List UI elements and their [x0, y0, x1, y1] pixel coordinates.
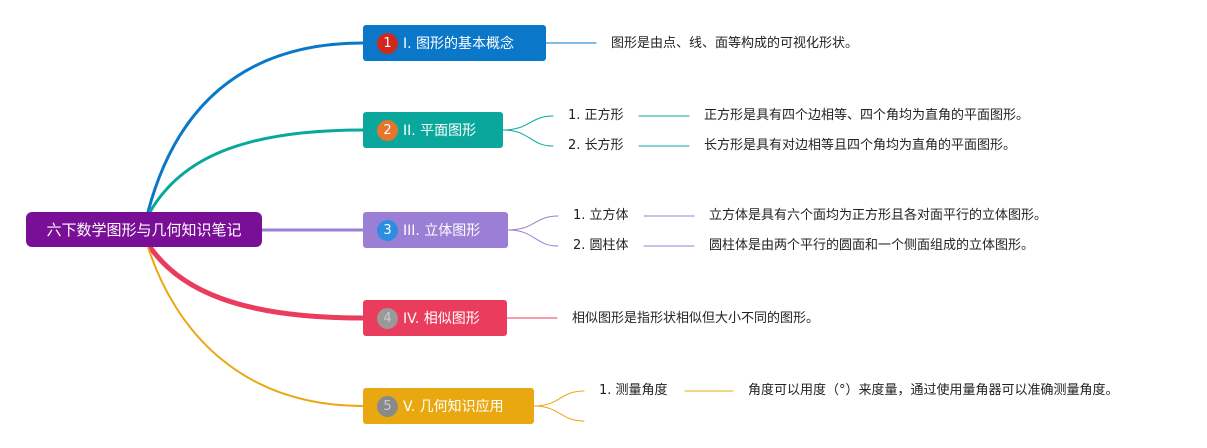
connector-root-branch-1	[146, 41, 365, 214]
number-3-badge-icon: 3	[377, 219, 398, 241]
branch-2-title: II. 平面图形	[403, 123, 477, 139]
connector-branch-3-child-1	[507, 215, 559, 231]
number-5-badge-icon: 5	[377, 395, 398, 417]
connector-branch-2-child-1	[502, 115, 554, 131]
branch-4-description: 相似图形是指形状相似但大小不同的图形。	[572, 311, 820, 326]
branch-5-child-1-label[interactable]: 1. 测量角度	[599, 383, 668, 398]
branch-5-title: V. 几何知识应用	[403, 399, 504, 415]
connector-branch-5-child-1	[533, 390, 585, 407]
number-1-badge-icon: 1	[377, 32, 398, 54]
branch-2-child-2-description: 长方形是具有对边相等且四个角均为直角的平面图形。	[704, 138, 1017, 153]
number-2-badge-icon: 2	[377, 119, 398, 141]
branch-1-topic[interactable]: 1 I. 图形的基本概念	[363, 25, 546, 61]
connector-branch-5-child-2	[533, 405, 585, 422]
number-4-badge-icon: 4	[377, 307, 398, 329]
branch-1-title: I. 图形的基本概念	[403, 36, 515, 52]
branch-2-child-2-label[interactable]: 2. 长方形	[568, 138, 624, 153]
branch-4-topic[interactable]: 4 IV. 相似图形	[363, 300, 507, 336]
connector-root-branch-4	[147, 244, 366, 321]
root-topic-label: 六下数学图形与几何知识笔记	[46, 221, 242, 239]
branch-3-child-1-label[interactable]: 1. 立方体	[573, 208, 629, 223]
connector-root-branch-5	[147, 246, 364, 407]
branch-3-topic[interactable]: 3 III. 立体图形	[363, 212, 508, 248]
branch-1-description: 图形是由点、线、面等构成的可视化形状。	[611, 36, 859, 51]
root-topic[interactable]: 六下数学图形与几何知识笔记	[26, 212, 262, 247]
branch-4-title: IV. 相似图形	[403, 311, 480, 327]
branch-3-child-2-label[interactable]: 2. 圆柱体	[573, 238, 629, 253]
branch-3-title: III. 立体图形	[403, 223, 481, 239]
connector-branch-3-child-2	[507, 229, 559, 247]
branch-2-child-1-description: 正方形是具有四个边相等、四个角均为直角的平面图形。	[704, 108, 1030, 123]
connector-root-branch-2	[148, 128, 365, 214]
connector-branch-2-child-2	[502, 129, 554, 147]
branch-2-child-1-label[interactable]: 1. 正方形	[568, 108, 624, 123]
branch-5-topic[interactable]: 5 V. 几何知识应用	[363, 388, 534, 424]
branch-3-child-1-description: 立方体是具有六个面均为正方形且各对面平行的立体图形。	[709, 208, 1048, 223]
branch-3-child-2-description: 圆柱体是由两个平行的圆面和一个侧面组成的立体图形。	[709, 238, 1035, 253]
branch-2-topic[interactable]: 2 II. 平面图形	[363, 112, 503, 148]
branch-5-child-1-description: 角度可以用度（°）来度量，通过使用量角器可以准确测量角度。	[748, 383, 1119, 398]
